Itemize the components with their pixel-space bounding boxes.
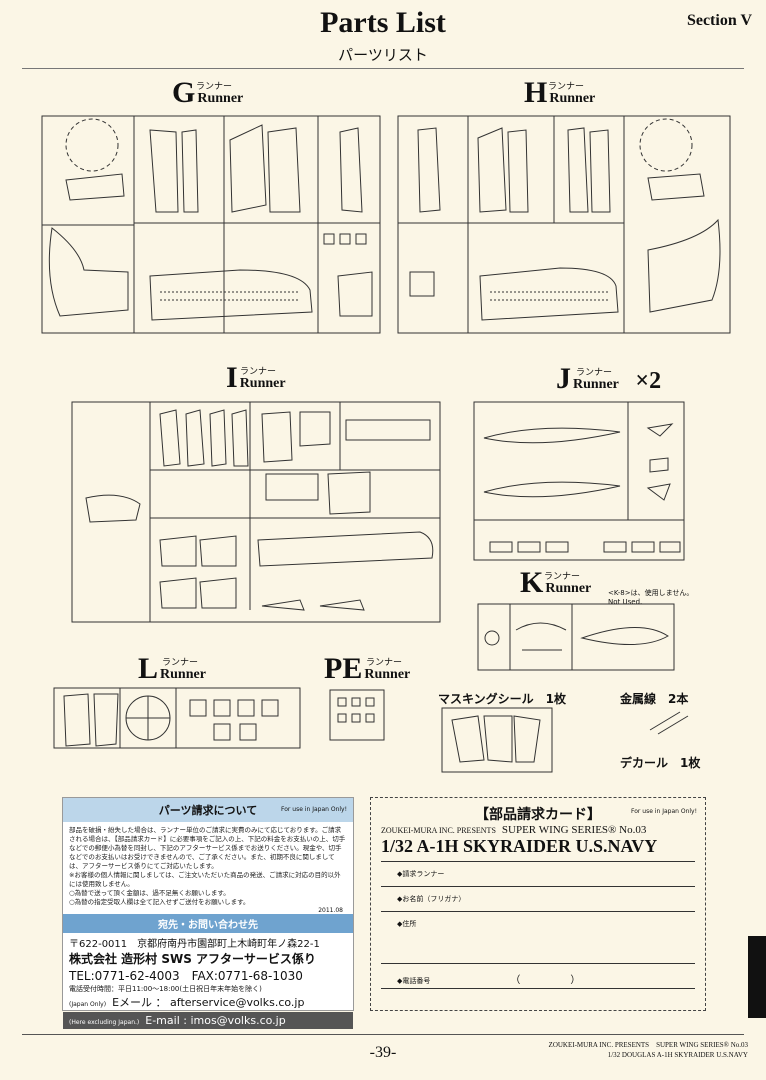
runner-l-frame	[53, 687, 301, 749]
runner-h-part-fin	[417, 127, 441, 213]
decal-label: デカール 1枚	[620, 756, 701, 770]
runner-j-multiplier: ×2	[635, 368, 662, 394]
page-number: -39-	[369, 1044, 397, 1061]
header-divider	[22, 68, 744, 69]
card-model: 1/32 A-1H SKYRAIDER U.S.NAVY	[381, 836, 658, 856]
runner-h-part-strut	[567, 127, 611, 213]
parts-request-heading: パーツ請求について For use in Japan Only!	[63, 798, 353, 822]
runner-k-note: <K-8>は、使用しません。Not Used.	[608, 589, 694, 606]
masking-label: マスキングシール 1枚	[438, 692, 566, 706]
runner-g-part-small	[323, 233, 367, 245]
runner-i-part-cockpit-floor	[257, 531, 434, 567]
runner-i-part-floor	[265, 473, 319, 501]
email-intl-link[interactable]: E-mail : imos@volks.co.jp	[145, 1014, 286, 1027]
card-field-phone[interactable]: ◆電話番号（ ）	[381, 964, 695, 989]
section-tab-marker	[748, 936, 766, 1018]
runner-i-frame	[71, 401, 441, 623]
runner-k-frame	[477, 603, 675, 671]
card-field-address[interactable]: ◆住所	[381, 912, 695, 964]
runner-h-part-ring	[639, 118, 693, 172]
runner-g-part-fin	[339, 127, 363, 213]
runner-i-part-panels	[159, 409, 249, 467]
pe-fret-parts	[337, 697, 375, 723]
section-label: Section V	[686, 12, 752, 29]
email-intl-bar: (Here excluding Japan.)E-mail : imos@vol…	[63, 1012, 353, 1029]
runner-k-part-canopy-frame	[515, 622, 567, 651]
runner-h-part-cowl	[647, 218, 721, 313]
parts-request-date: 2011.08	[318, 907, 343, 914]
runner-k-part-canopy	[580, 627, 669, 645]
runner-i-part-console	[261, 411, 331, 463]
card-field-name[interactable]: ◆お名前（フリガナ）	[381, 887, 695, 912]
runner-g-frame	[41, 115, 381, 334]
runner-j-part-droptank-1	[483, 427, 621, 444]
runner-g-part-fuselage	[149, 269, 313, 321]
card-title: 【部品請求カード】For use in Japan Only!	[475, 807, 697, 823]
runner-g-part-strut	[149, 129, 199, 213]
runner-j-part-racks	[489, 541, 681, 553]
runner-h-frame	[397, 115, 731, 334]
page-title: Parts List	[320, 6, 446, 39]
runner-h-part-flap	[477, 127, 529, 213]
runner-h-part-panel	[647, 173, 705, 201]
footer-divider	[22, 1034, 744, 1035]
runner-g-part-flap	[229, 124, 301, 213]
email-jp-link[interactable]: Eメール ： afterservice@volks.co.jp	[112, 996, 305, 1009]
runner-l-part-lenses	[189, 699, 279, 741]
runner-g-part-panel	[65, 173, 125, 201]
footer-product: ZOUKEI-MURA INC. PRESENTS SUPER WING SER…	[548, 1041, 748, 1059]
metal-wire	[649, 711, 689, 735]
runner-k-part-knob	[484, 630, 500, 646]
runner-h-part-fuselage	[479, 267, 619, 321]
runner-i-part-rods	[261, 599, 365, 611]
runner-drawings	[41, 115, 731, 773]
masking-sheet	[441, 707, 553, 773]
runner-i-part-hatch	[327, 471, 371, 515]
parts-request-text: 部品を破損・紛失した場合は、ランナー単位のご請求に実費のみにて応じております。ご…	[69, 826, 346, 906]
runner-h-part-small	[409, 271, 435, 297]
runner-j-part-droptank-2	[483, 481, 621, 498]
page-subtitle: パーツリスト	[338, 46, 428, 64]
contact-details: 〒622-0011 京都府南丹市園部町上木崎町年ノ森22-1 株式会社 造形村 …	[69, 939, 320, 1009]
card-form: ◆請求ランナー ◆お名前（フリガナ） ◆住所 ◆電話番号（ ）	[381, 861, 695, 989]
card-field-runner[interactable]: ◆請求ランナー	[381, 862, 695, 887]
runner-g-part-ring	[65, 118, 119, 172]
wire-label: 金属線 2本	[620, 692, 689, 706]
runner-j-part-small	[646, 423, 674, 501]
runner-i-part-wheelwells	[159, 535, 237, 609]
runner-g-part-gear-door	[337, 271, 373, 317]
contact-heading: 宛先・お問い合わせ先	[63, 914, 353, 933]
runner-l-part-windows	[63, 693, 119, 747]
pe-fret-frame	[329, 689, 385, 741]
parts-request-panel: パーツ請求について For use in Japan Only! 部品を破損・紛…	[62, 797, 354, 1029]
runner-i-part-tank	[345, 419, 431, 441]
parts-request-card: 【部品請求カード】For use in Japan Only! ZOUKEI-M…	[370, 797, 706, 1011]
runner-g-part-cowl	[48, 227, 129, 317]
runner-j-frame	[473, 401, 685, 561]
runner-i-part-seat	[85, 494, 141, 523]
